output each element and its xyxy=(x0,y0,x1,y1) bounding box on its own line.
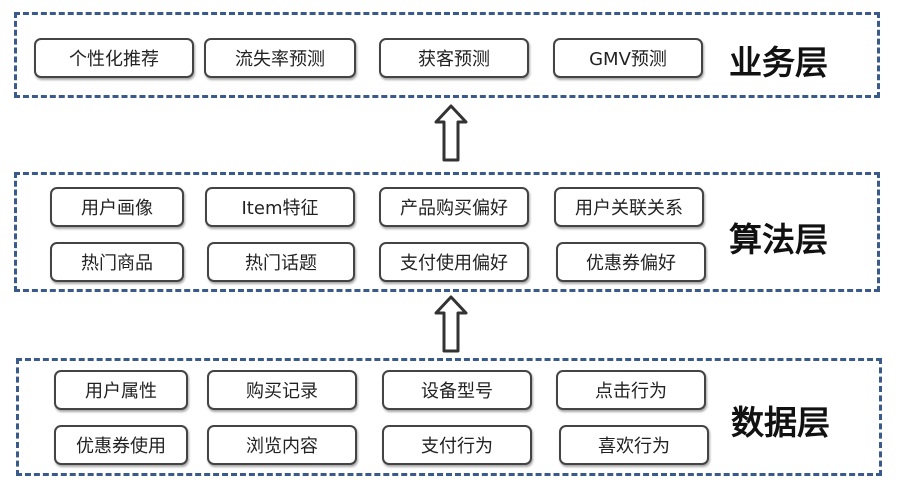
algorithm-item: 产品购买偏好 xyxy=(379,187,529,227)
data-item: 设备型号 xyxy=(382,370,532,410)
data-item: 喜欢行为 xyxy=(559,425,709,465)
business-layer xyxy=(14,12,880,98)
algorithm-item: 用户画像 xyxy=(50,187,184,227)
algorithm-item: 用户关联关系 xyxy=(554,187,704,227)
data-layer xyxy=(16,358,882,476)
algorithm-item: 热门商品 xyxy=(50,242,184,282)
algorithm-item: 优惠券偏好 xyxy=(556,242,706,282)
business-layer-title: 业务层 xyxy=(729,43,828,82)
algorithm-layer xyxy=(14,172,880,292)
business-item: GMV预测 xyxy=(553,38,703,78)
algorithm-layer-title: 算法层 xyxy=(729,220,828,259)
up-arrow-icon xyxy=(434,295,468,353)
algorithm-item: Item特征 xyxy=(205,187,355,227)
data-item: 支付行为 xyxy=(382,425,532,465)
data-item: 点击行为 xyxy=(556,370,706,410)
data-item: 优惠券使用 xyxy=(54,425,188,465)
business-item: 获客预测 xyxy=(379,38,529,78)
business-item: 个性化推荐 xyxy=(34,38,194,78)
data-item: 购买记录 xyxy=(207,370,357,410)
algorithm-item: 支付使用偏好 xyxy=(379,242,529,282)
up-arrow-icon xyxy=(434,104,468,162)
data-item: 用户属性 xyxy=(54,370,188,410)
data-item: 浏览内容 xyxy=(207,425,357,465)
data-layer-title: 数据层 xyxy=(731,403,830,442)
algorithm-item: 热门话题 xyxy=(207,242,355,282)
business-item: 流失率预测 xyxy=(204,38,356,78)
